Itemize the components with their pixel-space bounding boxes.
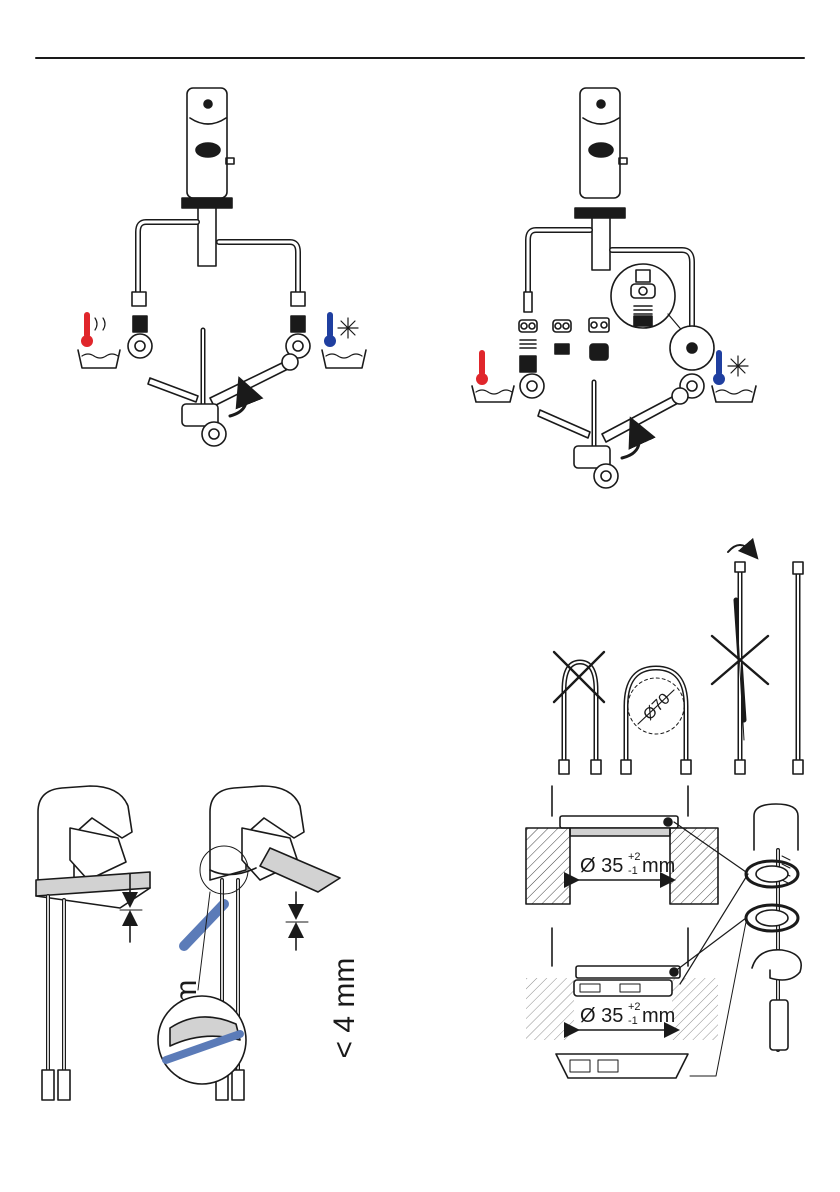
hole-diameter-bottom-label: Ø 35 <box>580 1005 623 1027</box>
hole-diameter-top-label: Ø 35 <box>580 855 623 877</box>
hole-diameter-bottom-tol-plus: +2 <box>628 1001 641 1013</box>
faucet-right <box>158 786 340 1100</box>
hole-diameter-bottom-tol-minus: -1 <box>628 1015 638 1027</box>
hose-hot <box>528 230 590 292</box>
angle-valve-hot <box>128 316 152 358</box>
adapter-parts <box>519 318 609 372</box>
angle-valve-hot <box>520 374 544 398</box>
panel-hose-bending: Ø70 <box>554 545 803 774</box>
hose-cold <box>219 242 298 292</box>
angle-valve-cold <box>286 316 310 358</box>
hose-twisted-wrong <box>712 545 768 774</box>
hole-diameter-top-tol-plus: +2 <box>628 851 641 863</box>
thermometer-hot-icon <box>472 350 514 402</box>
thermometer-hot-icon <box>78 312 120 368</box>
hose-wide-loop-correct: Ø70 <box>621 668 691 774</box>
panel-mounting-hole: Ø 35 +2 -1 mm Ø 35 +2 -1 mm <box>526 786 801 1078</box>
rotate-arrow-icon <box>728 545 752 552</box>
countertop-section-top <box>526 786 718 904</box>
hole-diameter-top-unit: mm <box>642 855 675 877</box>
panel-connection-adapters <box>472 88 756 488</box>
thermometer-cold-icon <box>322 312 366 368</box>
wrench-tightening <box>538 382 688 488</box>
countertop-section-bottom <box>526 928 718 1078</box>
hole-diameter-top-tol-minus: -1 <box>628 865 638 877</box>
panel-gap-dimension: > 4 mm < 4 mm <box>36 786 361 1100</box>
faucet-body <box>575 88 627 270</box>
hose-hot <box>138 222 197 292</box>
hole-diameter-bottom-unit: mm <box>642 1005 675 1027</box>
panel-connection-standard <box>78 88 366 446</box>
detail-zoom-circle <box>611 264 714 370</box>
hose-tight-loop-wrong <box>554 652 604 774</box>
faucet-left <box>36 786 150 1100</box>
gap-less-label: < 4 mm <box>328 958 361 1059</box>
thermometer-cold-icon <box>712 350 756 402</box>
wrench-tightening <box>148 330 298 446</box>
hose-straight-correct <box>793 562 803 774</box>
